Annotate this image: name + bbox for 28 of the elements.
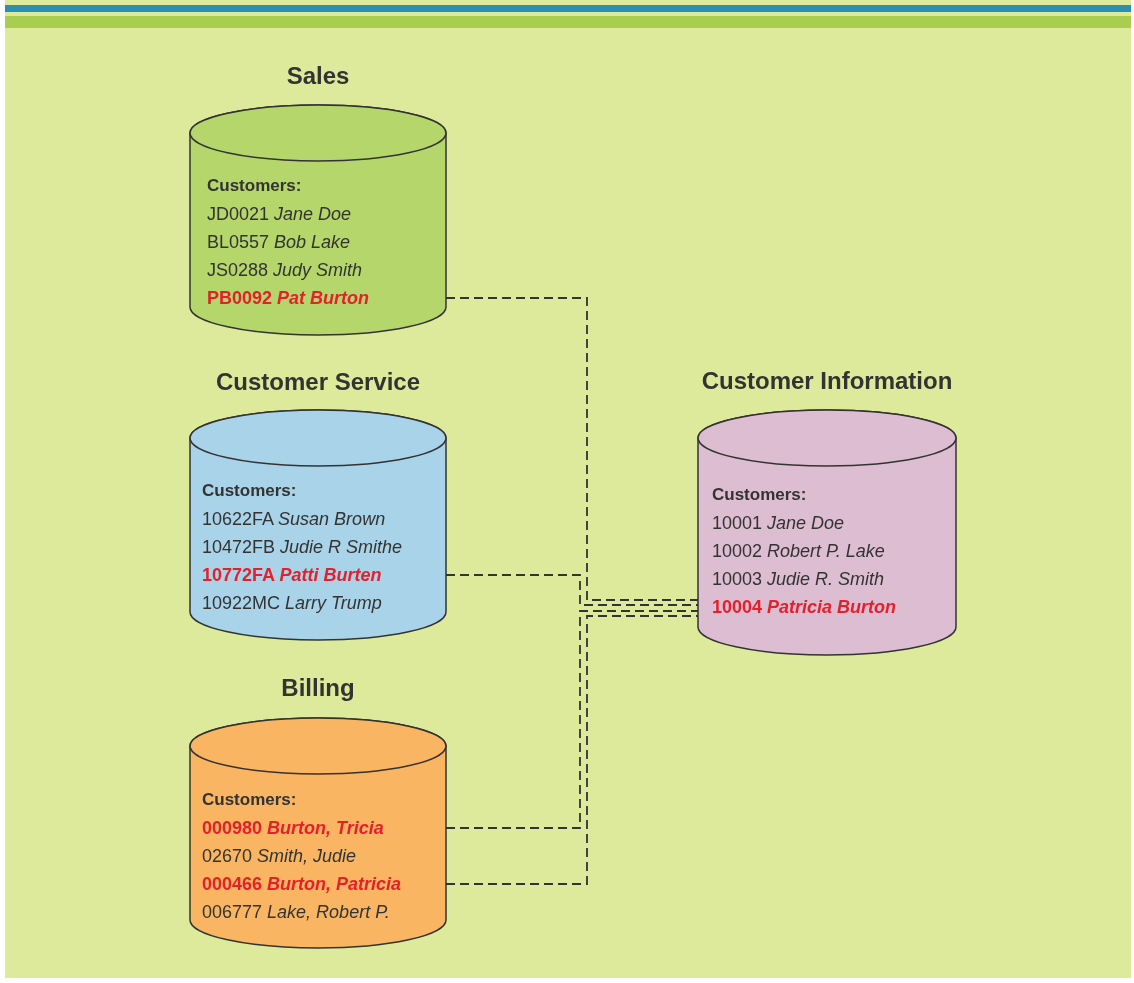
customer-record: 10003 Judie R. Smith [712,568,885,591]
database-title: Billing [280,674,356,702]
customer-record: 10922MC Larry Trump [202,592,382,615]
customer-record: 10472FB Judie R Smithe [202,536,403,559]
customer-record: 10004 Patricia Burton [712,596,897,619]
database-title: Customer Service [214,368,422,396]
table-heading: Customers: [202,480,297,502]
customer-record: PB0092 Pat Burton [207,287,370,310]
customer-record: 10622FA Susan Brown [202,508,386,531]
table-heading: Customers: [202,789,297,811]
table-heading: Customers: [712,484,807,506]
customer-record: 000980 Burton, Tricia [202,817,384,840]
database-title: Customer Information [700,367,954,395]
customer-record: JD0021 Jane Doe [207,203,352,226]
dashed-connector [445,574,699,606]
customer-record: 006777 Lake, Robert P. [202,901,390,924]
table-heading: Customers: [207,175,302,197]
customer-record: 10002 Robert P. Lake [712,540,885,563]
customer-record: 10001 Jane Doe [712,512,845,535]
customer-record: 000466 Burton, Patricia [202,873,402,896]
dashed-connector [445,610,699,829]
customer-record: 02670 Smith, Judie [202,845,357,868]
customer-record: JS0288 Judy Smith [207,259,363,282]
dashed-connector [445,615,699,885]
customer-record: 10772FA Patti Burten [202,564,382,587]
customer-record: BL0557 Bob Lake [207,231,351,254]
database-title: Sales [285,62,351,90]
dashed-connector [445,297,699,601]
